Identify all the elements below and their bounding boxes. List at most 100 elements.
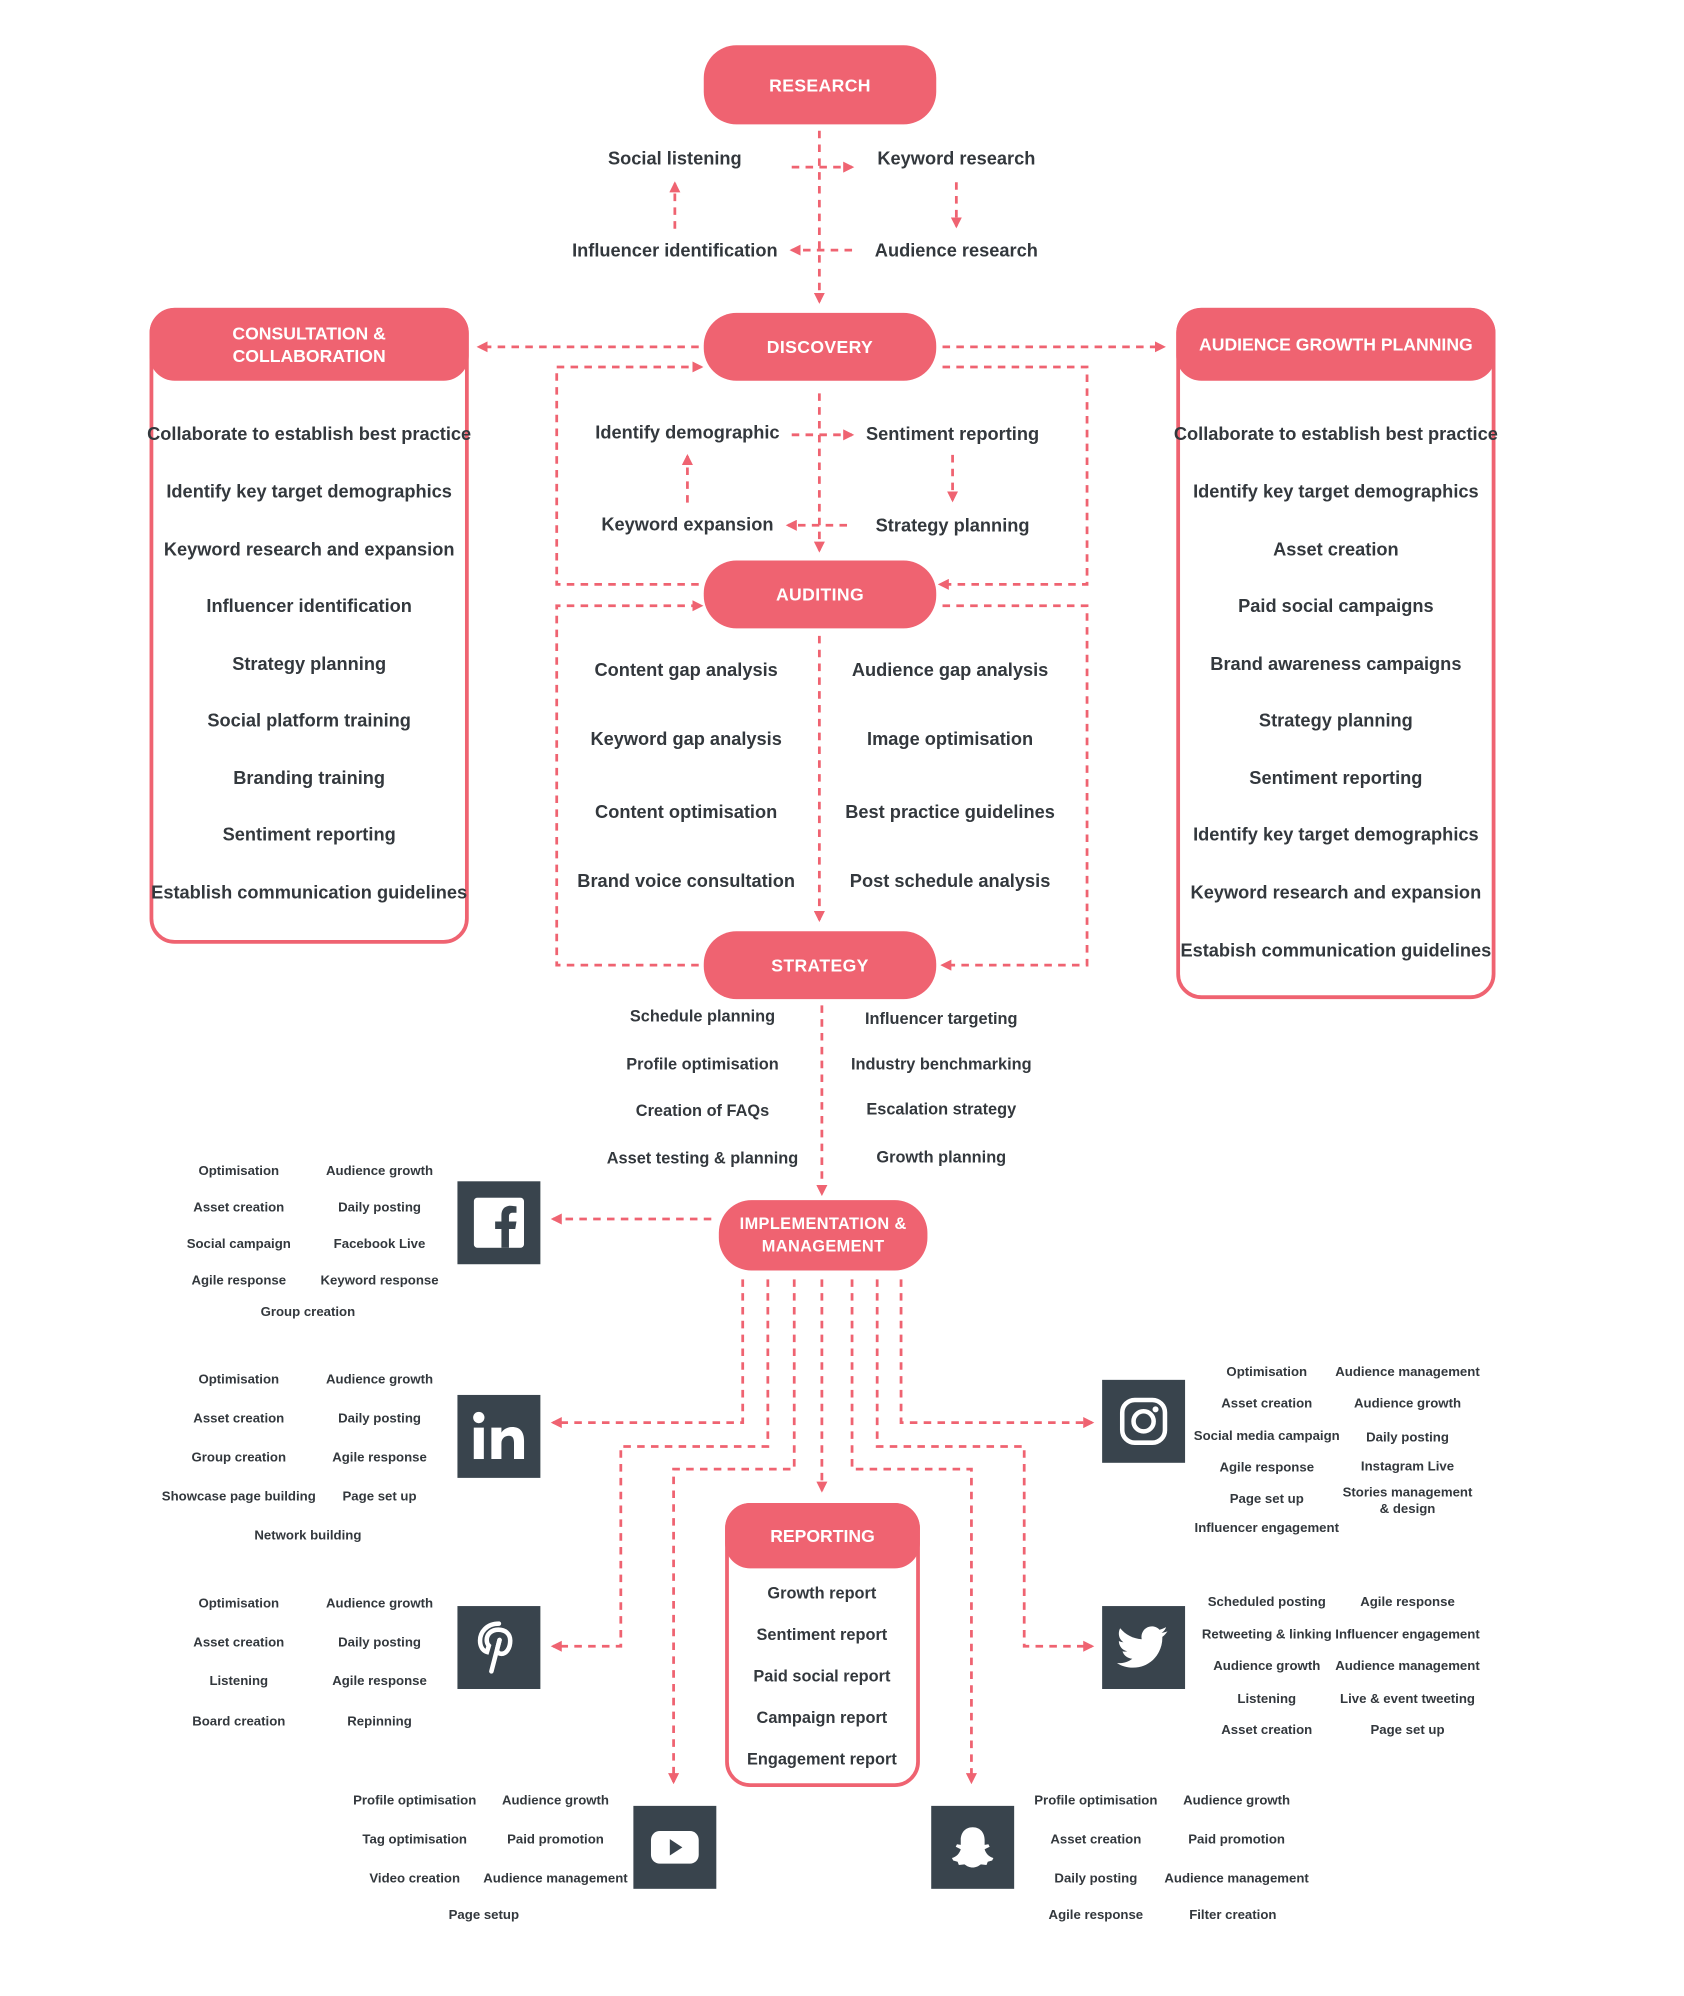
snapchat-service: Filter creation (1189, 1907, 1277, 1923)
facebook-service: Daily posting (338, 1200, 421, 1216)
discovery-item: Identify demographic (595, 423, 780, 444)
auditing-item: Keyword gap analysis (590, 730, 782, 751)
research-item: Influencer identification (572, 241, 778, 262)
audience-growth-item: Strategy planning (1258, 711, 1413, 732)
audience-growth-item: Keyword research and expansion (1190, 883, 1482, 904)
audience-growth-item: Identify key target demographics (1193, 482, 1479, 503)
facebook-service: Audience growth (326, 1163, 434, 1179)
consultation-item: Identify key target demographics (166, 482, 452, 503)
youtube-service: Profile optimisation (353, 1793, 477, 1809)
consultation-item: Strategy planning (232, 654, 387, 675)
auditing-item: Audience gap analysis (851, 661, 1049, 682)
auditing-item: Brand voice consultation (577, 872, 796, 893)
facebook-service: Social campaign (186, 1236, 291, 1252)
snapchat-service: Audience growth (1183, 1793, 1291, 1809)
strategy-item: Creation of FAQs (635, 1100, 770, 1120)
facebook-service: Facebook Live (333, 1236, 426, 1252)
audience-growth-header: AUDIENCE GROWTH PLANNING (1176, 307, 1496, 381)
twitter-service: Audience growth (1213, 1658, 1321, 1674)
strategy-item: Escalation strategy (866, 1099, 1017, 1119)
youtube-service: Audience management (483, 1871, 628, 1887)
linkedin-service: Optimisation (198, 1372, 280, 1388)
audience-growth-item: Estabish communication guidelines (1180, 941, 1492, 962)
pinterest-service: Optimisation (198, 1596, 280, 1612)
reporting-panel: REPORTING (725, 1503, 920, 1788)
discovery-item: Keyword expansion (601, 515, 774, 536)
auditing-item: Content optimisation (595, 803, 778, 824)
implementation-title-line1: IMPLEMENTATION & (739, 1213, 907, 1233)
twitter-service: Scheduled posting (1207, 1594, 1326, 1610)
youtube-service: Audience growth (501, 1793, 609, 1809)
pinterest-service: Board creation (192, 1714, 286, 1730)
facebook-service: Group creation (260, 1304, 356, 1320)
auditing-item: Best practice guidelines (845, 803, 1055, 824)
reporting-item: Growth report (767, 1583, 877, 1603)
consultation-item: Sentiment reporting (222, 825, 396, 846)
consultation-item: Branding training (233, 769, 386, 790)
strategy-title: STRATEGY (771, 955, 869, 976)
strategy-node: STRATEGY (703, 931, 937, 1000)
twitter-service: Influencer engagement (1335, 1627, 1480, 1643)
linkedin-service: Asset creation (193, 1411, 285, 1427)
instagram-service: Asset creation (1221, 1396, 1313, 1412)
linkedin-service: Audience growth (326, 1372, 434, 1388)
consultation-panel: CONSULTATION & COLLABORATION (149, 307, 469, 944)
consultation-item: Influencer identification (206, 596, 412, 618)
reporting-title: REPORTING (770, 1525, 875, 1546)
instagram-service: Agile response (1219, 1460, 1315, 1476)
discovery-title: DISCOVERY (766, 336, 874, 357)
pinterest-service: Daily posting (338, 1634, 421, 1651)
discovery-item: Strategy planning (875, 516, 1030, 537)
twitter-service: Listening (1237, 1691, 1297, 1707)
twitter-service: Retweeting & linking (1201, 1627, 1332, 1643)
strategy-item: Profile optimisation (626, 1054, 779, 1074)
implementation-node: IMPLEMENTATION & MANAGEMENT (718, 1200, 928, 1271)
linkedin-icon (457, 1394, 541, 1478)
snapchat-service: Profile optimisation (1034, 1793, 1158, 1809)
youtube-service: Paid promotion (507, 1832, 604, 1848)
twitter-service: Page set up (1370, 1722, 1445, 1739)
audience-growth-item: Asset creation (1273, 540, 1399, 561)
pinterest-service: Repinning (347, 1714, 412, 1730)
audience-growth-item: Brand awareness campaigns (1210, 654, 1462, 675)
instagram-service: Influencer engagement (1194, 1520, 1339, 1536)
linkedin-service: Daily posting (338, 1411, 421, 1427)
research-node: RESEARCH (703, 45, 937, 125)
snapchat-icon (931, 1805, 1015, 1889)
strategy-item: Influencer targeting (865, 1009, 1018, 1028)
facebook-icon (457, 1181, 541, 1265)
pinterest-icon (457, 1606, 541, 1690)
facebook-service: Keyword response (320, 1273, 439, 1289)
consultation-item: Establish communication guidelines (151, 883, 468, 904)
implementation-title-line2: MANAGEMENT (761, 1236, 885, 1256)
consultation-item: Keyword research and expansion (163, 540, 455, 561)
linkedin-service: Agile response (332, 1450, 427, 1466)
auditing-item: Image optimisation (867, 730, 1034, 751)
strategy-item: Industry benchmarking (850, 1054, 1032, 1074)
snapchat-service: Agile response (1048, 1907, 1144, 1923)
research-item: Keyword research (877, 149, 1036, 170)
linkedin-service: Page set up (342, 1489, 417, 1505)
facebook-service: Optimisation (198, 1163, 280, 1179)
research-item: Social listening (608, 149, 742, 170)
consultation-header: CONSULTATION & COLLABORATION (149, 307, 469, 381)
twitter-service: Audience management (1335, 1658, 1480, 1674)
audience-growth-item: Sentiment reporting (1249, 769, 1423, 790)
instagram-service: Instagram Live (1360, 1459, 1455, 1475)
consultation-item: Collaborate to establish best practice (147, 424, 472, 445)
instagram-service: Daily posting (1366, 1430, 1449, 1446)
facebook-service: Asset creation (193, 1200, 285, 1216)
instagram-service: Audience growth (1353, 1396, 1462, 1412)
consultation-title-line1: CONSULTATION & (232, 322, 386, 344)
pinterest-service: Audience growth (326, 1596, 434, 1612)
auditing-item: Post schedule analysis (849, 872, 1051, 893)
youtube-service: Page setup (448, 1907, 520, 1923)
facebook-service: Agile response (191, 1273, 287, 1289)
instagram-service: Page set up (1229, 1491, 1304, 1507)
youtube-service: Tag optimisation (362, 1832, 468, 1848)
pinterest-service: Listening (209, 1673, 269, 1690)
pinterest-service: Asset creation (193, 1634, 285, 1651)
auditing-title: AUDITING (775, 584, 865, 605)
